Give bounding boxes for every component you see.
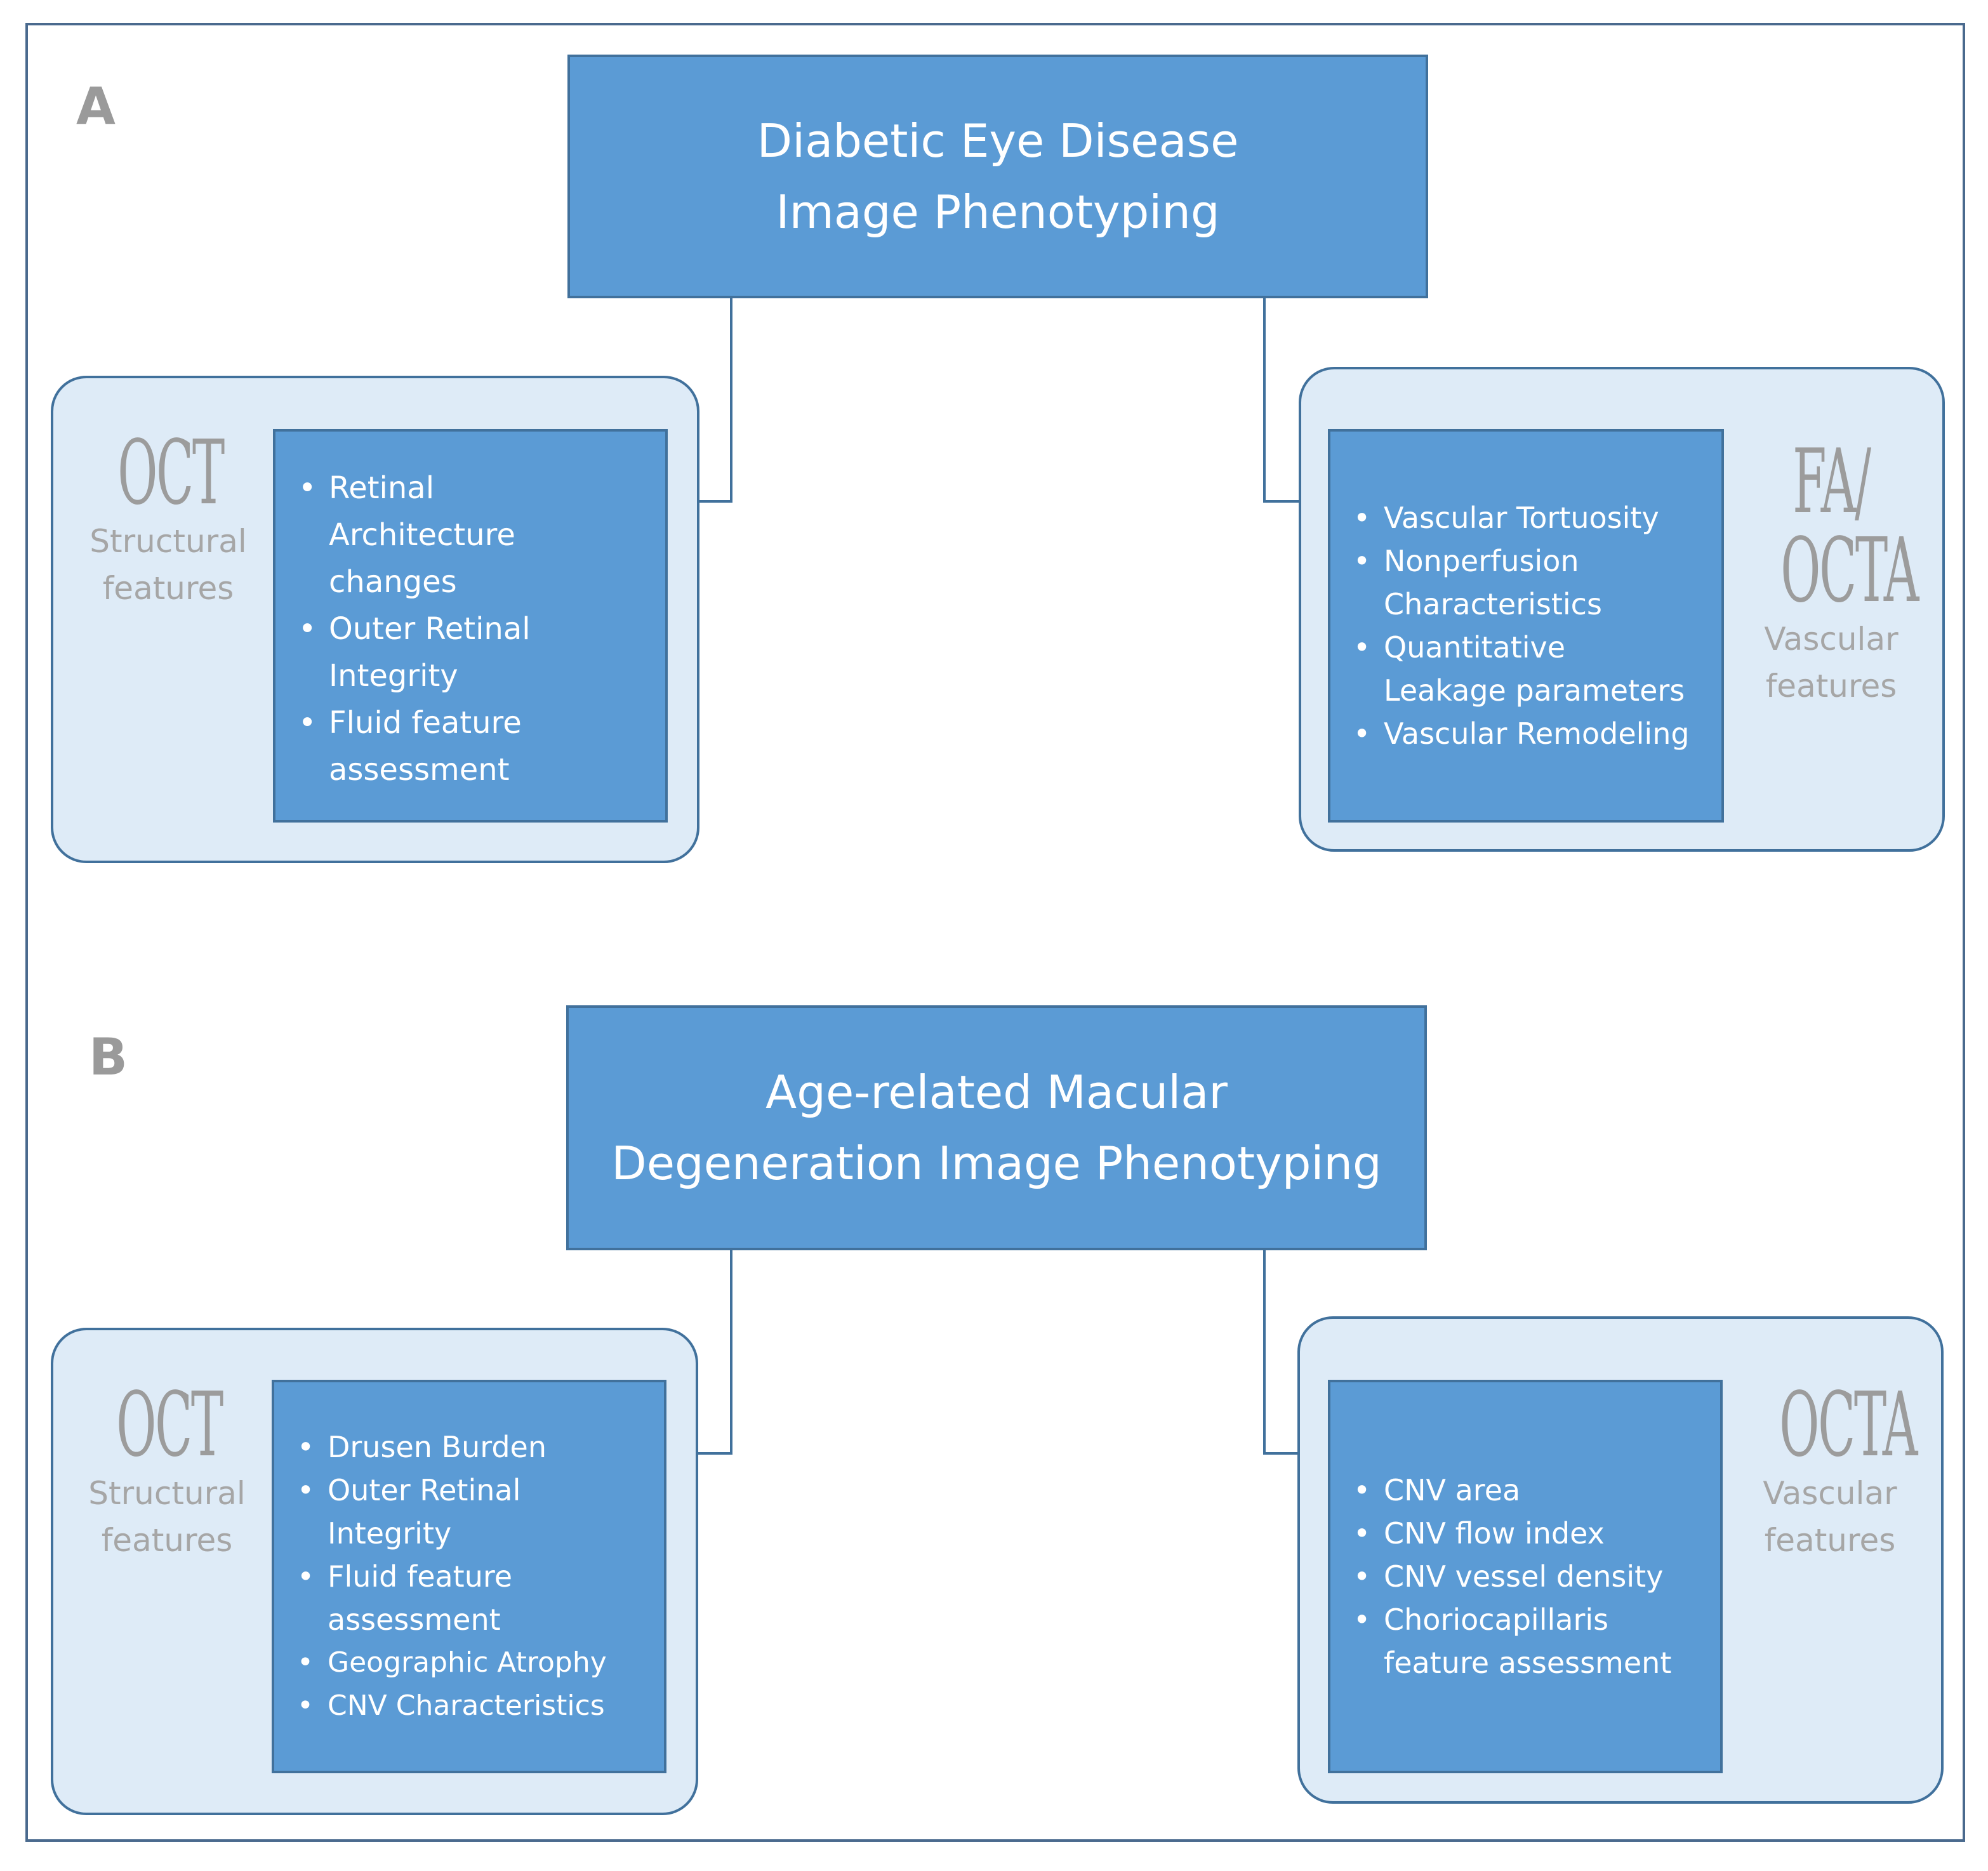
panel-b-left-connector-vertical bbox=[730, 1250, 732, 1455]
panel-a-octa-modality: OCTA bbox=[1780, 519, 1919, 623]
panel-a-fa-octa-feature-box: Vascular Tortuosity Nonperfusion Charact… bbox=[1328, 429, 1724, 823]
panel-b-octa-feature-box: CNV area CNV flow index CNV vessel densi… bbox=[1328, 1380, 1723, 1773]
panel-a-title-line-2: Image Phenotyping bbox=[776, 185, 1220, 239]
panel-a-vascular-subtitle-2: features bbox=[1765, 668, 1897, 704]
feature-item: Vascular Remodeling bbox=[1353, 712, 1721, 755]
panel-b-vascular-subtitle-2: features bbox=[1764, 1522, 1896, 1559]
panel-a-oct-subtitle-2: features bbox=[102, 570, 234, 607]
feature-item: CNV area bbox=[1353, 1469, 1720, 1512]
feature-item: Quantitative Leakage parameters bbox=[1353, 626, 1688, 712]
panel-a-oct-modality: OCT bbox=[117, 421, 225, 525]
feature-item: CNV flow index bbox=[1353, 1512, 1720, 1555]
panel-b-oct-modality: OCT bbox=[116, 1373, 223, 1477]
panel-b-oct-label: OCT Structural features bbox=[75, 1381, 259, 1564]
panel-b-oct-subtitle-2: features bbox=[101, 1522, 233, 1559]
panel-a-right-connector-vertical bbox=[1263, 298, 1266, 503]
feature-item: Choriocapillaris feature assessment bbox=[1353, 1598, 1676, 1684]
panel-a-fa-modality: FA/ bbox=[1793, 430, 1871, 534]
panel-b-vascular-subtitle-1: Vascular bbox=[1763, 1475, 1897, 1512]
panel-a-oct-subtitle-1: Structural bbox=[89, 523, 247, 560]
feature-item: Outer Retinal Integrity bbox=[297, 1469, 543, 1555]
panel-b-oct-subtitle-1: Structural bbox=[88, 1475, 246, 1512]
panel-b-oct-feature-box: Drusen Burden Outer Retinal Integrity Fl… bbox=[272, 1380, 666, 1773]
feature-item: Outer Retinal Integrity bbox=[298, 605, 570, 699]
panel-a-right-connector-horizontal bbox=[1263, 500, 1301, 503]
panel-a-title-box: Diabetic Eye Disease Image Phenotyping bbox=[567, 55, 1428, 298]
panel-b-right-connector-horizontal bbox=[1263, 1452, 1300, 1455]
panel-b-title-line-1: Age-related Macular bbox=[765, 1066, 1228, 1119]
feature-item: Fluid feature assessment bbox=[297, 1555, 543, 1641]
panel-b-octa-label: OCTA Vascular features bbox=[1738, 1381, 1922, 1564]
panel-a-left-connector-horizontal bbox=[696, 500, 732, 503]
panel-b-title-box: Age-related Macular Degeneration Image P… bbox=[566, 1005, 1427, 1250]
feature-item: Fluid feature assessment bbox=[298, 699, 570, 793]
panel-b-title-line-2: Degeneration Image Phenotyping bbox=[611, 1137, 1382, 1190]
panel-a-label: A bbox=[76, 77, 116, 136]
feature-item: Geographic Atrophy bbox=[297, 1641, 670, 1684]
panel-b-right-connector-vertical bbox=[1263, 1250, 1266, 1455]
panel-b-left-connector-horizontal bbox=[696, 1452, 732, 1455]
feature-item: Drusen Burden bbox=[297, 1425, 670, 1469]
feature-item: Vascular Tortuosity bbox=[1353, 496, 1721, 539]
feature-item: CNV vessel density bbox=[1353, 1555, 1720, 1598]
feature-item: Retinal Architecture changes bbox=[298, 465, 570, 605]
panel-a-oct-label: OCT Structural features bbox=[76, 429, 260, 612]
panel-b-label: B bbox=[89, 1028, 128, 1087]
feature-item: CNV Characteristics bbox=[297, 1684, 670, 1728]
panel-a-vascular-subtitle-1: Vascular bbox=[1764, 621, 1899, 658]
panel-b-octa-modality: OCTA bbox=[1779, 1373, 1918, 1477]
panel-a-title-line-1: Diabetic Eye Disease bbox=[757, 114, 1239, 168]
panel-a-left-connector-vertical bbox=[730, 298, 732, 503]
panel-a-oct-feature-box: Retinal Architecture changes Outer Retin… bbox=[273, 429, 668, 823]
panel-a-fa-octa-label: FA/ OCTA Vascular features bbox=[1739, 438, 1923, 710]
feature-item: Nonperfusion Characteristics bbox=[1353, 539, 1688, 626]
